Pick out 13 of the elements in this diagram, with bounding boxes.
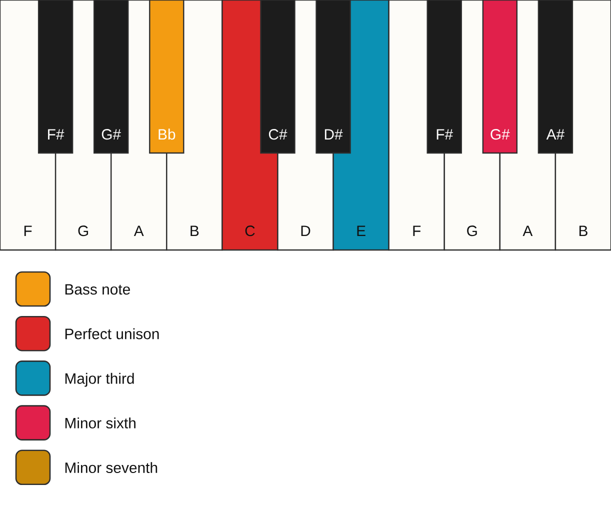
accidental-key: G# [94,0,129,154]
legend-label: Major third [65,372,134,387]
accidental-key: D# [316,0,351,154]
legend-label: Minor seventh [65,462,158,474]
accidental-key: G# [482,0,518,154]
accidental-key: C# [260,0,296,154]
legend-label: Bass note [65,284,130,295]
accidental-key: Bb [149,0,184,154]
legend-label: Minor sixth [65,417,136,428]
accidental-key: A# [538,0,574,154]
legend-label: Perfect unison [65,328,159,340]
accidental-key: F# [38,0,74,154]
accidental-key: F# [426,0,462,154]
